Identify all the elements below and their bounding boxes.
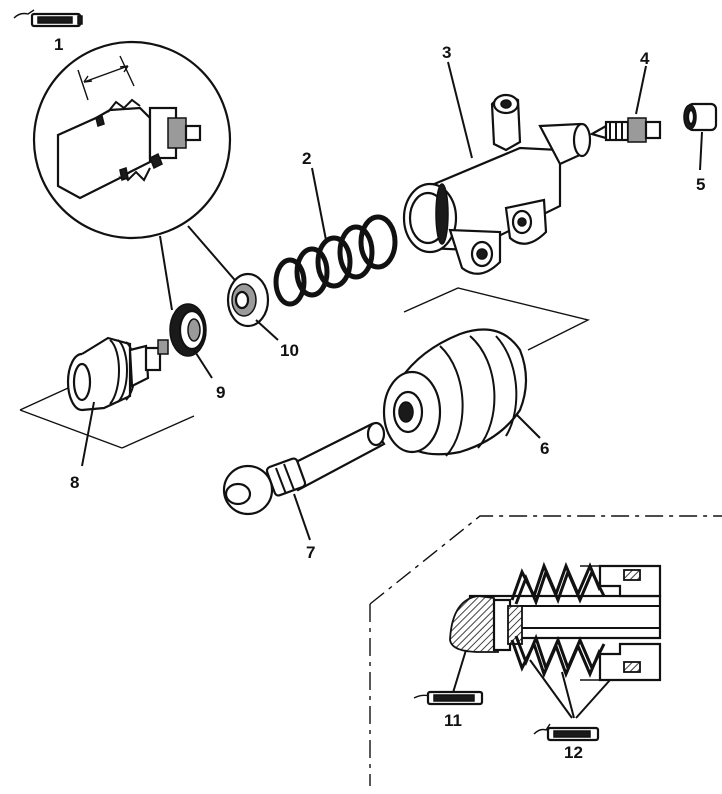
part-6-boot — [382, 287, 591, 457]
part-label-7: 7 — [306, 543, 315, 562]
part-2-spring — [273, 214, 398, 307]
part-label-1: 1 — [54, 35, 63, 54]
part-label-5: 5 — [696, 175, 705, 194]
grease-tube-icon — [413, 690, 484, 706]
part-label-12: 12 — [564, 743, 583, 762]
part-10-washer — [226, 272, 270, 328]
part-label-3: 3 — [442, 43, 451, 62]
part-label-4: 4 — [640, 49, 650, 68]
grease-tube-icon — [533, 723, 600, 742]
part-label-9: 9 — [216, 383, 225, 402]
part-7-push-rod — [222, 421, 386, 516]
part-label-2: 2 — [302, 149, 311, 168]
part-label-10: 10 — [280, 341, 299, 360]
grease-tube-icon — [13, 9, 83, 28]
part-9-cup-seal — [169, 303, 207, 357]
part-5-cap — [683, 102, 718, 132]
part-label-8: 8 — [70, 473, 79, 492]
part-3-cylinder-body — [402, 93, 592, 275]
cutaway-detail — [449, 561, 662, 682]
part-8-piston — [19, 336, 195, 449]
detail-magnifier — [32, 40, 232, 240]
part-4-bleeder-screw — [589, 117, 662, 143]
part-label-6: 6 — [540, 439, 549, 458]
part-label-11: 11 — [444, 711, 462, 730]
